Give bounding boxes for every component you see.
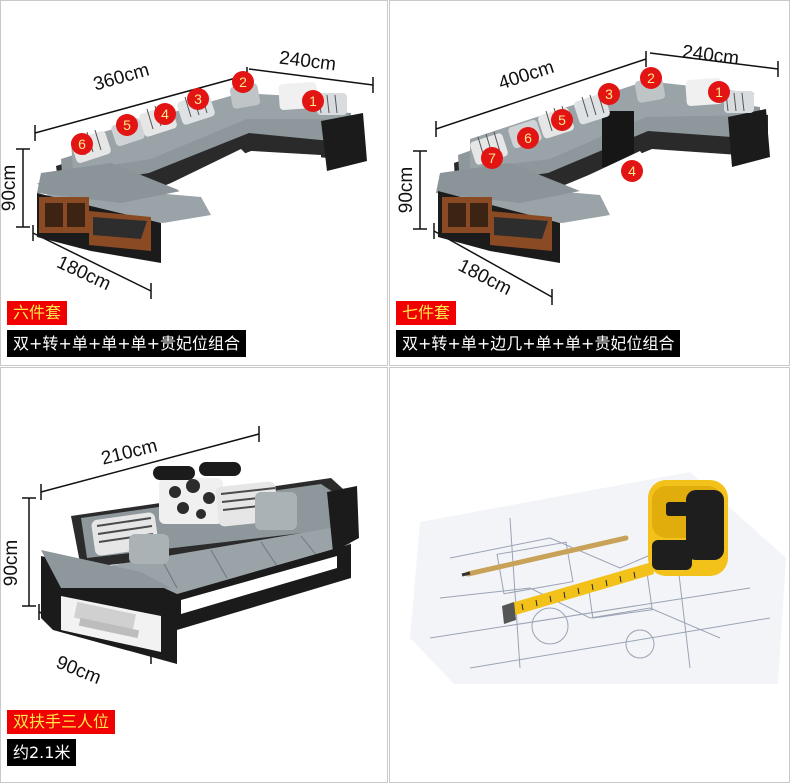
height-dimension: 90cm	[396, 166, 418, 214]
piece-number-badge: 5	[116, 114, 138, 136]
tape-measure-photo	[410, 472, 786, 684]
three-seat-sofa-illustration	[22, 426, 359, 664]
piece-number-badge: 1	[708, 81, 730, 103]
set-title-label: 七件套	[396, 301, 457, 325]
height-dimension: 90cm	[0, 164, 21, 212]
product-title-label: 双扶手三人位	[7, 710, 116, 734]
combination-label: 双+转+单+单+单+贵妃位组合	[7, 330, 247, 357]
six-piece-sofa-illustration	[16, 67, 374, 299]
piece-number-badge: 1	[302, 90, 324, 112]
piece-number-badge: 6	[517, 127, 539, 149]
piece-number-badge: 4	[621, 160, 643, 182]
piece-number-badge: 3	[187, 88, 209, 110]
size-note-label: 约2.1米	[7, 739, 77, 766]
three-seat-panel: 210cm 90cm 90cm 双扶手三人位 约2.1米	[0, 367, 388, 783]
seven-piece-sofa-illustration	[413, 51, 779, 305]
seven-piece-panel: 400cm 240cm 90cm 180cm 1 2 3 4 5 6 7 七件套…	[389, 0, 790, 366]
piece-number-badge: 7	[481, 147, 503, 169]
height-dimension: 90cm	[1, 539, 23, 587]
piece-number-badge: 2	[232, 71, 254, 93]
set-title-label: 六件套	[7, 301, 68, 325]
combination-label: 双+转+单+边几+单+单+贵妃位组合	[396, 330, 681, 357]
piece-number-badge: 6	[71, 133, 93, 155]
piece-number-badge: 3	[598, 83, 620, 105]
tape-measure-panel	[389, 367, 790, 783]
piece-number-badge: 5	[551, 109, 573, 131]
piece-number-badge: 4	[154, 103, 176, 125]
six-piece-panel: 360cm 240cm 90cm 180cm 1 2 3 4 5 6 六件套 双…	[0, 0, 388, 366]
piece-number-badge: 2	[640, 67, 662, 89]
